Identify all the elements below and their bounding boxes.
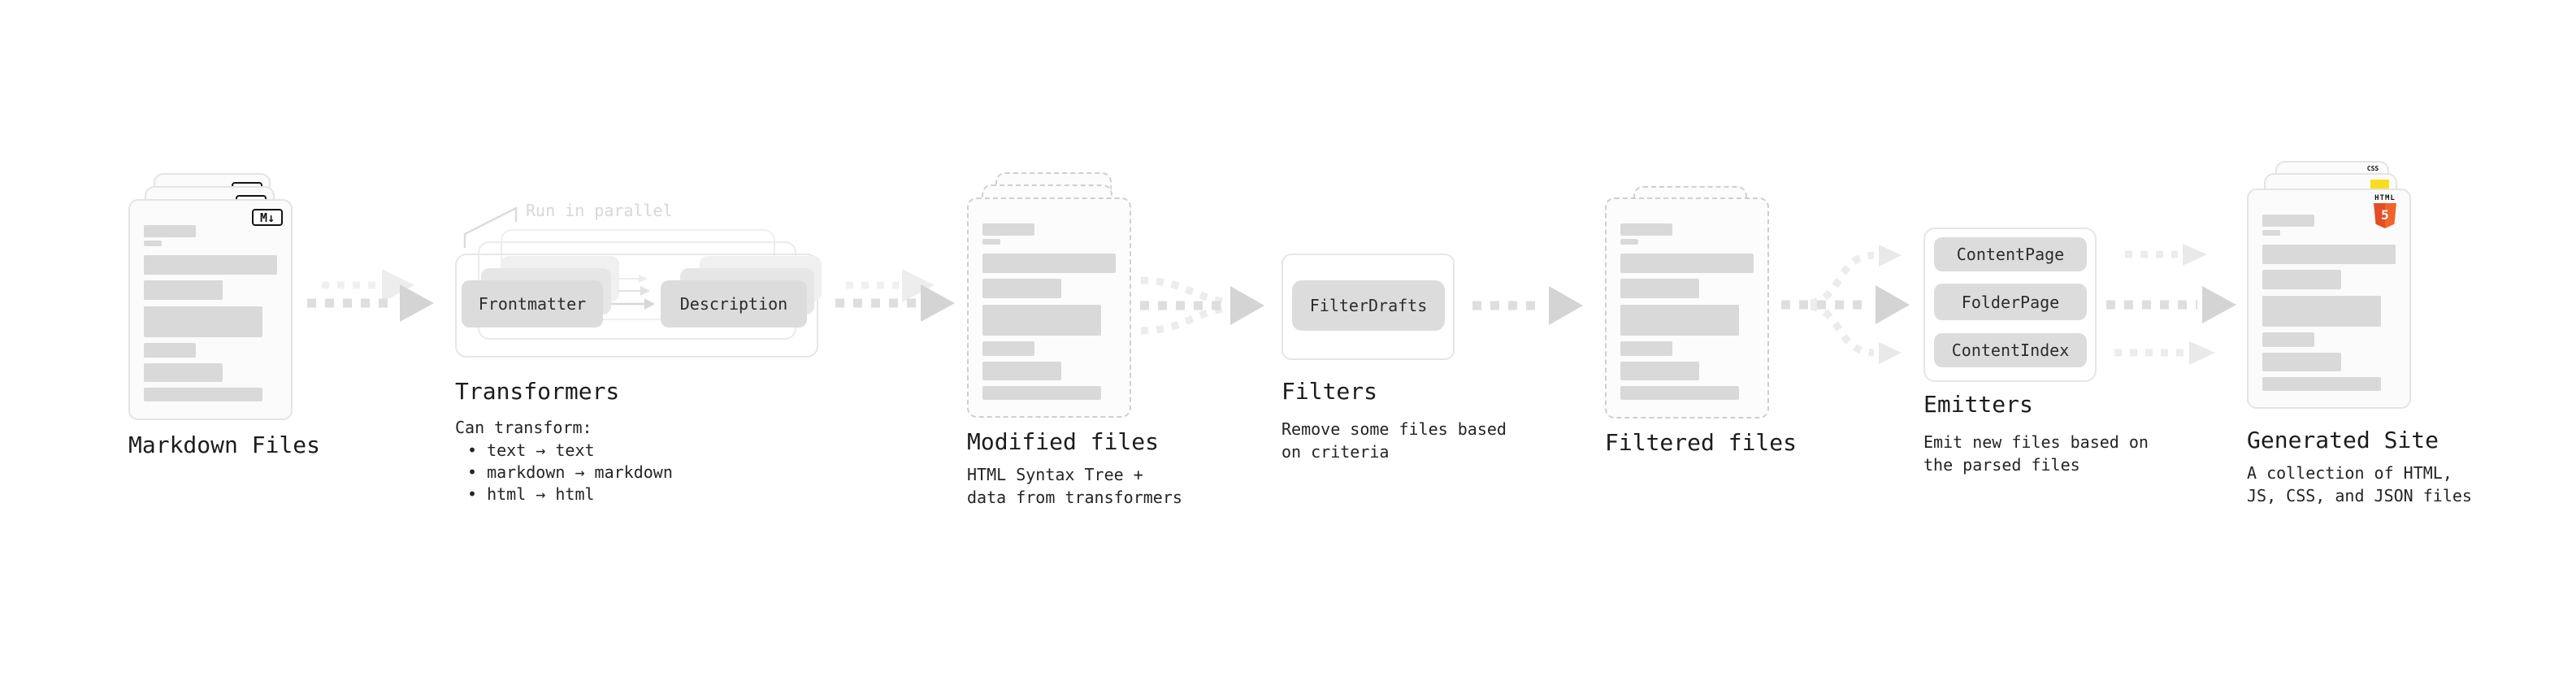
- emitters-desc: Emit new files based on: [1923, 432, 2149, 452]
- arrow-filtered-to-emitters: [1781, 245, 1910, 364]
- doc-content-bar: [1620, 223, 1672, 236]
- doc-content-bar: [2262, 353, 2341, 371]
- doc-content-bar: [2262, 296, 2381, 327]
- emitters-title: Emitters: [1923, 391, 2033, 418]
- doc-content-bar: [144, 388, 262, 401]
- doc-content-bar: [982, 341, 1034, 356]
- doc-content-bar: [2262, 270, 2341, 289]
- generated-file-card-front: HTML 5: [2247, 189, 2411, 409]
- modified-files-desc: HTML Syntax Tree +: [967, 465, 1143, 484]
- doc-content-bar: [144, 343, 196, 358]
- folder-page-pill: FolderPage: [1934, 284, 2087, 320]
- filters-desc: Remove some files based: [1281, 419, 1507, 439]
- filter-drafts-pill-label: FilterDrafts: [1309, 296, 1428, 315]
- arrow-markdown-to-transformers: [307, 269, 434, 322]
- doc-content-bar: [144, 241, 162, 246]
- transformers-bullet: • text → text: [467, 440, 595, 460]
- content-page-pill-label: ContentPage: [1956, 245, 2065, 264]
- content-page-pill: ContentPage: [1934, 237, 2087, 271]
- arrow-filters-to-filtered: [1472, 286, 1583, 325]
- frontmatter-pill-label: Frontmatter: [478, 294, 587, 314]
- markdown-icon: M↓: [252, 209, 283, 226]
- run-in-parallel-label: Run in parallel: [526, 201, 673, 220]
- doc-content-bar: [982, 239, 1000, 245]
- doc-content-bar: [2262, 377, 2381, 391]
- generated-site-title: Generated Site: [2247, 427, 2439, 453]
- content-index-pill-label: ContentIndex: [1951, 340, 2070, 360]
- transformers-bullet: • markdown → markdown: [467, 462, 673, 482]
- filters-title: Filters: [1281, 378, 1378, 405]
- description-pill-label: Description: [679, 294, 788, 314]
- html5-shield: 5: [2374, 203, 2396, 228]
- doc-content-bar: [1620, 279, 1699, 298]
- generated-site-desc: JS, CSS, and JSON files: [2247, 486, 2472, 505]
- arrows-emitters-to-generated: [2106, 244, 2236, 365]
- modified-files-desc: data from transformers: [967, 488, 1182, 507]
- doc-content-bar: [982, 254, 1116, 273]
- transformers-title: Transformers: [455, 378, 620, 405]
- doc-content-bar: [1620, 341, 1672, 356]
- doc-content-bar: [2262, 215, 2314, 227]
- doc-content-bar: [1620, 386, 1739, 400]
- doc-content-bar: [982, 223, 1034, 236]
- content-index-pill: ContentIndex: [1934, 333, 2087, 367]
- css-badge-label: CSS: [2366, 165, 2379, 172]
- doc-content-bar: [1620, 254, 1754, 273]
- doc-content-bar: [982, 305, 1101, 336]
- description-pill: Description: [661, 280, 807, 327]
- transformers-bullet: • html → html: [467, 484, 595, 504]
- filtered-files-title: Filtered files: [1605, 429, 1798, 456]
- frontmatter-pill: Frontmatter: [462, 280, 603, 327]
- html5-icon: HTML 5: [2370, 194, 2400, 228]
- doc-content-bar: [2262, 332, 2314, 347]
- markdown-file-card-front: M↓: [128, 199, 293, 420]
- doc-content-bar: [1620, 305, 1739, 336]
- transformers-desc: Can transform:: [455, 418, 592, 437]
- markdown-files-title: Markdown Files: [128, 432, 321, 458]
- doc-content-bar: [2262, 245, 2396, 264]
- doc-content-bar: [1620, 239, 1638, 245]
- doc-content-bar: [982, 386, 1101, 400]
- emitters-box: [1923, 228, 2097, 382]
- emitters-desc: the parsed files: [1923, 455, 2080, 475]
- modified-file-card-front: [967, 197, 1131, 418]
- folder-page-pill-label: FolderPage: [1961, 292, 2060, 312]
- generated-site-desc: A collection of HTML,: [2247, 463, 2452, 483]
- modified-files-title: Modified files: [967, 428, 1160, 455]
- arrow-modified-to-filters: [1140, 276, 1264, 335]
- filters-desc: on criteria: [1281, 442, 1390, 462]
- doc-content-bar: [982, 362, 1061, 380]
- html5-word: HTML: [2374, 194, 2396, 202]
- doc-content-bar: [144, 363, 223, 382]
- doc-content-bar: [144, 255, 277, 275]
- filters-box: [1281, 254, 1455, 360]
- filtered-file-card-front: [1605, 197, 1769, 419]
- doc-content-bar: [2262, 230, 2280, 236]
- doc-content-bar: [144, 306, 262, 337]
- arrow-transformers-to-modified: [835, 269, 955, 322]
- doc-content-bar: [982, 279, 1061, 298]
- doc-content-bar: [1620, 362, 1699, 380]
- transformer-box-front: [455, 254, 818, 358]
- doc-content-bar: [144, 225, 196, 237]
- doc-content-bar: [144, 280, 223, 300]
- filter-drafts-pill: FilterDrafts: [1292, 280, 1445, 331]
